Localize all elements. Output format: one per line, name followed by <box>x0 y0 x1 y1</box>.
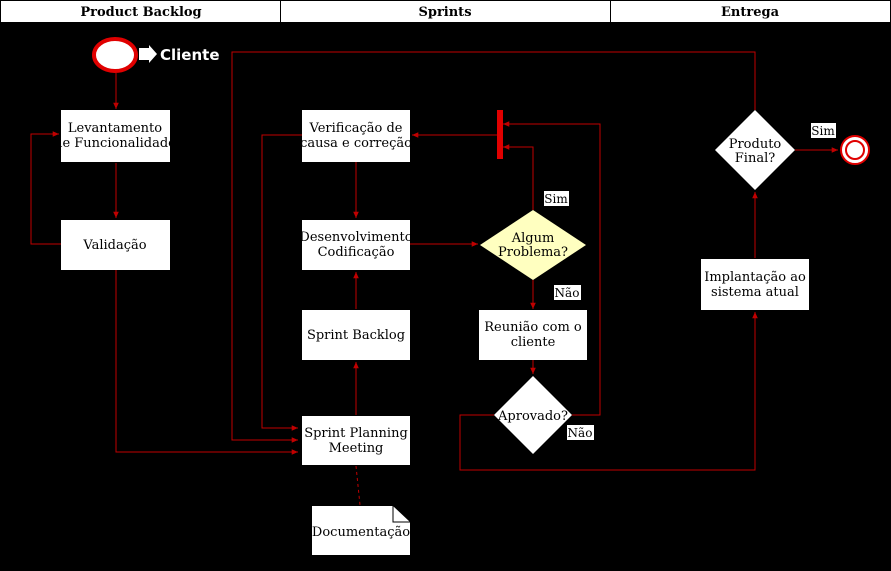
svg-text:Produto: Produto <box>729 137 782 152</box>
svg-text:Aprovado?: Aprovado? <box>497 409 568 424</box>
svg-text:Final?: Final? <box>735 151 775 166</box>
edge-label-problema-nao: Não <box>554 285 581 300</box>
fork-bar <box>497 110 503 159</box>
lane-sprints: Sprints <box>418 5 471 20</box>
start-node: Cliente <box>92 37 220 73</box>
arrow-right-icon <box>139 45 157 63</box>
swimlane-header: Product Backlog Sprints Entrega <box>0 0 891 23</box>
lane-entrega: Entrega <box>721 5 780 20</box>
node-levantamento: Levantamento de Funcionalidade <box>54 110 176 162</box>
svg-text:causa e correção: causa e correção <box>300 136 412 151</box>
edges <box>30 51 838 506</box>
node-sprint-planning: Sprint Planning Meeting <box>302 416 410 465</box>
edge-label-problema-sim: Sim <box>544 191 569 206</box>
decision-aprovado: Aprovado? <box>494 376 572 454</box>
end-node <box>840 135 870 165</box>
svg-text:cliente: cliente <box>511 335 556 350</box>
svg-text:Não: Não <box>555 286 580 300</box>
svg-text:Sprint Backlog: Sprint Backlog <box>307 328 405 343</box>
svg-text:Sim: Sim <box>811 124 835 138</box>
svg-text:Verificação de: Verificação de <box>309 121 403 136</box>
start-label: Cliente <box>160 46 220 64</box>
node-implantacao: Implantação ao sistema atual <box>701 259 809 310</box>
node-documentacao: Documentação <box>312 506 410 555</box>
svg-text:Sprint Planning: Sprint Planning <box>304 426 408 441</box>
svg-text:Validação: Validação <box>82 238 146 253</box>
svg-text:sistema atual: sistema atual <box>711 285 799 300</box>
svg-text:Desenvolvimento: Desenvolvimento <box>299 230 412 245</box>
svg-text:Meeting: Meeting <box>329 441 384 456</box>
node-desenvolvimento: Desenvolvimento Codificação <box>299 220 413 270</box>
edge-label-aprovado-nao: Não <box>567 425 594 440</box>
svg-text:Não: Não <box>568 426 593 440</box>
svg-text:Documentação: Documentação <box>312 525 410 540</box>
svg-text:Levantamento: Levantamento <box>68 121 162 136</box>
node-verificacao: Verificação de causa e correção <box>300 110 412 162</box>
node-sprint-backlog: Sprint Backlog <box>302 310 410 360</box>
svg-text:Reunião com o: Reunião com o <box>484 320 582 335</box>
svg-text:Implantação ao: Implantação ao <box>704 270 806 285</box>
lane-product-backlog: Product Backlog <box>80 5 201 20</box>
decision-produto-final: Produto Final? <box>715 110 795 190</box>
svg-text:Algum: Algum <box>511 231 555 246</box>
edge-label-produto-sim: Sim <box>811 123 836 138</box>
node-validacao: Validação <box>61 220 170 270</box>
svg-text:Problema?: Problema? <box>498 245 568 260</box>
decision-algum-problema: Algum Problema? <box>480 210 586 280</box>
svg-text:Sim: Sim <box>544 192 568 206</box>
svg-text:de Funcionalidade: de Funcionalidade <box>54 136 176 151</box>
svg-text:Codificação: Codificação <box>318 245 395 260</box>
node-reuniao: Reunião com o cliente <box>479 310 587 360</box>
